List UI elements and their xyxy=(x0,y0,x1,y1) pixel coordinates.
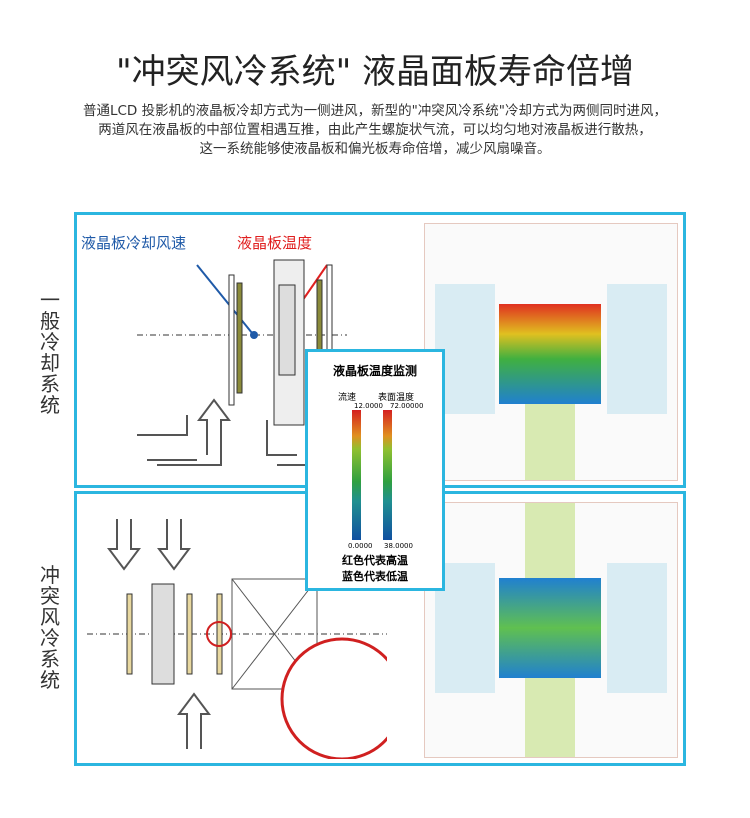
side-label-collision: 冲突风冷系统 xyxy=(40,563,60,692)
description-line: 这一系统能够使液晶板和偏光板寿命倍增，减少风扇噪音。 xyxy=(199,141,551,157)
normal-cooling-diagram xyxy=(137,259,347,466)
side-label-normal: 一般冷却系统 xyxy=(40,288,60,417)
legend-col2-label: 表面温度 xyxy=(378,393,415,403)
description-line: 普通LCD 投影机的液晶板冷却方式为一侧进风，新型的"冲突风冷系统"冷却方式为两… xyxy=(82,103,668,119)
speed-color-bar xyxy=(352,410,361,540)
temperature-legend: 液晶板温度监测 流速 表面温度 12.0000 72.00000 0.0000 … xyxy=(305,349,445,591)
temp-color-bar xyxy=(383,410,392,540)
legend-col1-max: 12.0000 xyxy=(354,402,383,410)
legend-title: 液晶板温度监测 xyxy=(332,364,417,378)
legend-note-blue: 蓝色代表低温 xyxy=(342,570,408,583)
cooling-speed-label: 液晶板冷却风速 xyxy=(81,234,187,252)
page-title: "冲突风冷系统" 液晶面板寿命倍增 xyxy=(115,52,635,92)
description: 普通LCD 投影机的液晶板冷却方式为一侧进风，新型的"冲突风冷系统"冷却方式为两… xyxy=(20,102,730,159)
legend-col1-min: 0.0000 xyxy=(348,542,373,550)
simulation-normal xyxy=(424,223,678,481)
collision-cooling-diagram xyxy=(87,519,387,759)
legend-col2-min: 38.0000 xyxy=(384,542,413,550)
legend-col2-max: 72.00000 xyxy=(390,402,424,410)
legend-col1-label: 流速 xyxy=(338,393,357,403)
panel-normal-cooling: 液晶板冷却风速 液晶板温度 xyxy=(74,212,686,488)
legend-note-red: 红色代表高温 xyxy=(342,554,408,567)
simulation-collision xyxy=(424,502,678,758)
panel-temp-label: 液晶板温度 xyxy=(237,234,313,252)
description-line: 两道风在液晶板的中部位置相遇互推，由此产生螺旋状气流，可以均匀地对液晶板进行散热… xyxy=(98,122,652,138)
